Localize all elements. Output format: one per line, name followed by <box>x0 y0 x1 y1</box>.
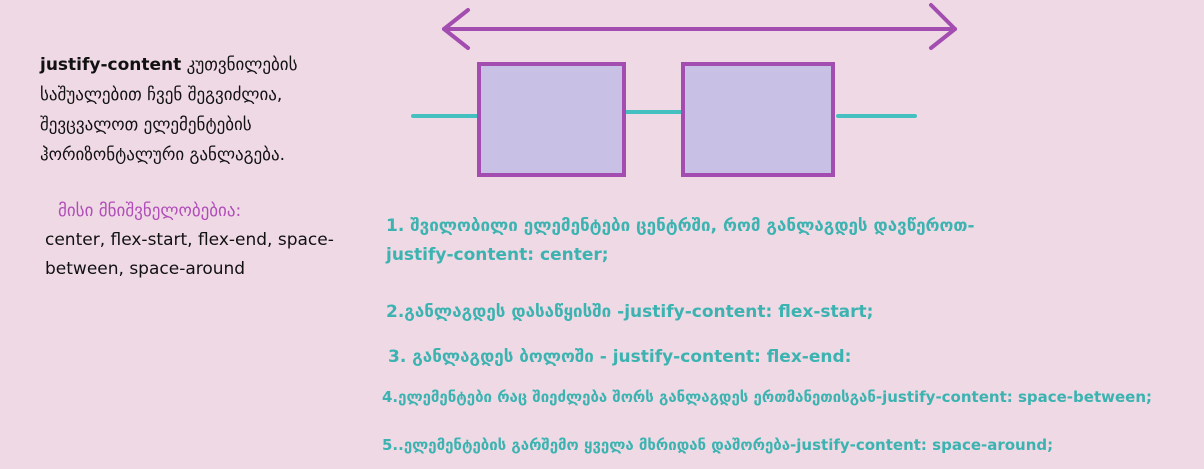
spacing-lines <box>411 110 917 118</box>
values-list: center, flex-start, flex-end, space-betw… <box>45 230 334 279</box>
values-title: მისი მნიშვნელობებია: <box>58 201 242 221</box>
item-space-between: 4.ელემენტები რაც შიეძლება შორს განლაგდეს… <box>382 388 1152 406</box>
flex-item-box-1 <box>477 62 626 177</box>
flex-item-box-2 <box>681 62 835 177</box>
item-center: 1. შვილობილი ელემენტები ცენტრში, რომ გან… <box>386 216 975 265</box>
item-flex-start: 2.განლაგდეს დასაწყისში -justify-content:… <box>386 302 874 322</box>
intro-keyword: justify-content <box>40 55 182 75</box>
item-flex-end: 3. განლაგდეს ბოლოში - justify-content: f… <box>388 347 852 367</box>
intro-description: კუთვნილების საშუალებით ჩვენ შეგვიძლია, შ… <box>40 55 298 165</box>
double-arrow-icon <box>442 3 957 50</box>
intro-text: justify-content კუთვნილების საშუალებით ჩ… <box>40 50 380 170</box>
item-space-around: 5..ელემენტების გარშემო ყველა მხრიდან დაშ… <box>382 436 1054 454</box>
